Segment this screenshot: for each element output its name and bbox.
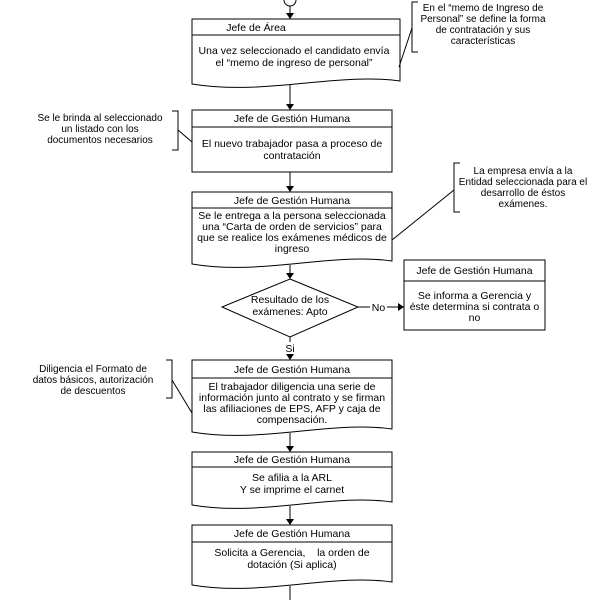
annotation-1-text-line-3: de contratación y sus [436, 25, 531, 36]
step-4-text-line-1: El trabajador diligencia una serie de [209, 381, 376, 393]
connector-decision-yes: Si [283, 337, 297, 360]
annotation-3-text-line-3: desarrollo de éstos [481, 188, 566, 199]
step-2-role: Jefe de Gestión Humana [234, 113, 350, 125]
arrowhead [286, 519, 294, 525]
arrowhead [286, 273, 294, 279]
annotation-4: Diligencia el Formato de datos básicos, … [33, 359, 193, 414]
annotation-4-text-line-2: datos básicos, autorización [33, 375, 154, 386]
step-4-text-line-2: información junto al contrato y se firma… [199, 392, 385, 404]
step-6-text-line-2: dotación (Si aplica) [247, 559, 336, 571]
step-6-box: Jefe de Gestión Humana Solicita a Gerenc… [191, 524, 393, 589]
annotation-3-text-line-1: La empresa envía a la [474, 166, 573, 177]
annotation-4-bracket [166, 359, 173, 399]
step-3-role: Jefe de Gestión Humana [234, 195, 350, 207]
no-outcome-text-line-3: no [469, 312, 481, 324]
incoming-flow-connector [283, 0, 297, 19]
step-4-document-shape [191, 359, 393, 436]
connector-step-3-to-decision [286, 265, 294, 279]
step-5-document-shape [191, 451, 393, 509]
connector-decision-no: No [358, 301, 404, 314]
step-3-document-shape [191, 191, 393, 268]
incoming-flow-arrowhead [286, 13, 294, 19]
step-6-role: Jefe de Gestión Humana [234, 528, 350, 540]
step-1-document-shape [191, 18, 401, 88]
connector-step-1-to-step-2 [286, 85, 294, 110]
arrowhead [286, 354, 294, 360]
yes-branch-label: Si [285, 343, 294, 355]
annotation-4-text-line-3: de descuentos [60, 386, 125, 397]
step-1-text-line-1: Una vez seleccionado el candidato envía [199, 45, 390, 57]
annotation-3-bracket [453, 162, 460, 213]
step-5-role: Jefe de Gestión Humana [234, 454, 350, 466]
step-2-text-line-1: El nuevo trabajador pasa a proceso de [202, 138, 383, 150]
step-4-text-line-4: compensación. [257, 414, 328, 426]
annotation-2-leader-line [177, 129, 193, 143]
annotation-2-text-line-1: Se le brinda al seleccionado [37, 113, 163, 124]
annotation-1-text-line-4: características [451, 36, 515, 47]
decision-text-line-2: exámenes: Apto [252, 306, 327, 318]
step-3-box: Jefe de Gestión Humana Se le entrega a l… [191, 191, 393, 268]
step-4-text-line-3: las afiliaciones de EPS, AFP y caja de [203, 403, 380, 415]
annotation-1-bracket [411, 1, 418, 53]
yes-label-background [283, 342, 297, 354]
annotation-1-leader-line [398, 27, 413, 68]
connector-step-2-to-step-3 [286, 172, 294, 192]
annotation-1: En el “memo de Ingreso de Personal” se d… [398, 1, 546, 68]
annotation-3-text-line-2: Entidad seleccionada para el [459, 177, 587, 188]
arrowhead [286, 186, 294, 192]
no-outcome-text-line-2: éste determina si contrata o [410, 301, 540, 313]
step-2-box: Jefe de Gestión Humana El nuevo trabajad… [191, 109, 393, 173]
step-5-text-line-2: Y se imprime el carnet [240, 484, 344, 496]
step-3-text-line-2: una “Carta de orden de servicios” para [202, 221, 382, 233]
annotation-2-text-line-2: un listado con los [61, 124, 138, 135]
step-3-text-line-4: ingreso [275, 243, 310, 255]
no-outcome-process-shape [403, 259, 546, 331]
annotation-1-text-line-2: Personal” se define la forma [420, 14, 546, 25]
no-outcome-role: Jefe de Gestión Humana [416, 265, 532, 277]
annotation-4-leader-line [171, 379, 193, 414]
connector-step-4-to-step-5 [286, 433, 294, 452]
step-4-role: Jefe de Gestión Humana [234, 364, 350, 376]
no-branch-label: No [372, 302, 386, 314]
step-5-text-line-1: Se afilia a la ARL [252, 472, 332, 484]
no-outcome-box: Jefe de Gestión Humana Se informa a Gere… [403, 259, 546, 331]
step-3-text-line-3: que se realice los exámenes médicos de [197, 232, 387, 244]
decision-diamond: Resultado de los exámenes: Apto [220, 278, 360, 338]
annotation-3: La empresa envía a la Entidad selecciona… [391, 162, 587, 241]
arrowhead [286, 104, 294, 110]
annotation-2-text-line-3: documentos necesarios [47, 135, 153, 146]
step-1-role: Jefe de Área [226, 21, 286, 34]
annotation-1-text-line-1: En el “memo de Ingreso de [423, 3, 544, 14]
step-6-text-line-1: Solicita a Gerencia, la orden de [214, 547, 369, 559]
step-2-process-shape [191, 109, 393, 173]
no-label-background [370, 301, 387, 313]
arrowhead [286, 446, 294, 452]
annotation-3-text-line-4: exámenes. [499, 199, 548, 210]
annotation-4-text-line-1: Diligencia el Formato de [39, 364, 147, 375]
step-1-box: Jefe de Área Una vez seleccionado el can… [191, 18, 401, 88]
annotation-3-leader-line [391, 189, 455, 241]
step-4-box: Jefe de Gestión Humana El trabajador dil… [191, 359, 393, 436]
connector-step-5-to-step-6 [286, 506, 294, 525]
annotation-2: Se le brinda al seleccionado un listado … [37, 110, 193, 151]
decision-text-line-1: Resultado de los [251, 294, 329, 306]
arrowhead [398, 303, 404, 311]
step-5-box: Jefe de Gestión Humana Se afilia a la AR… [191, 451, 393, 509]
no-outcome-text-line-1: Se informa a Gerencia y [418, 290, 532, 302]
step-2-text-line-2: contratación [263, 150, 320, 162]
step-3-text-line-1: Se le entrega a la persona seleccionada [198, 210, 386, 222]
step-6-document-shape [191, 524, 393, 589]
step-1-text-line-2: el “memo de ingreso de personal” [216, 57, 374, 69]
